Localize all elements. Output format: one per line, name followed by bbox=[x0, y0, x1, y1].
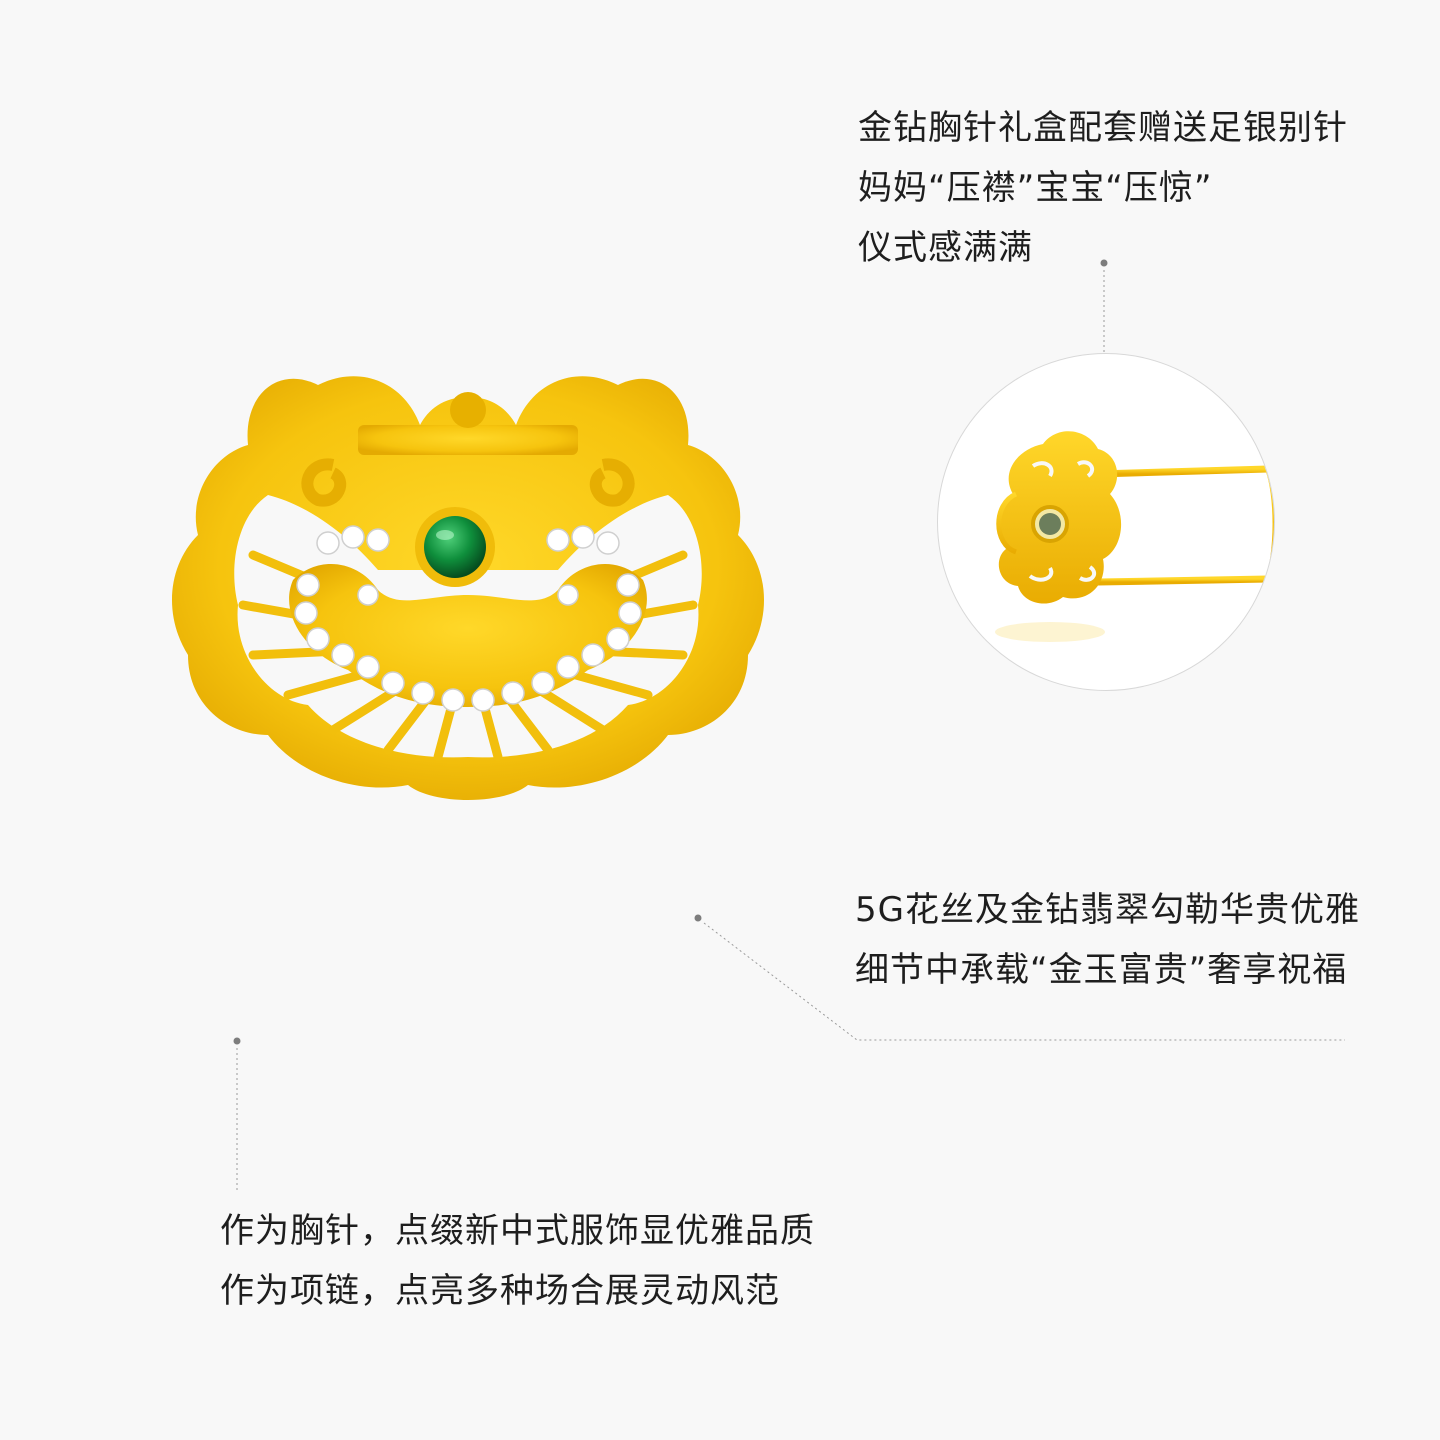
gift-pin-caption: 金钻胸针礼盒配套赠送足银别针 妈妈“压襟”宝宝“压惊” 仪式感满满 bbox=[858, 98, 1348, 278]
caption-line: 仪式感满满 bbox=[858, 228, 1033, 268]
callout-dot-top bbox=[1100, 259, 1108, 267]
craft-caption: 5G花丝及金钻翡翠勾勒华贵优雅 细节中承载“金玉富贵”奢享祝福 bbox=[855, 880, 1360, 1000]
caption-line: 细节中承载“金玉富贵”奢享祝福 bbox=[855, 950, 1348, 990]
caption-line: 金钻胸针礼盒配套赠送足银别针 bbox=[858, 108, 1348, 148]
usage-caption: 作为胸针，点缀新中式服饰显优雅品质 作为项链，点亮多种场合展灵动风范 bbox=[220, 1201, 815, 1321]
caption-line: 妈妈“压襟”宝宝“压惊” bbox=[858, 168, 1213, 208]
callout-dot-mid bbox=[694, 914, 702, 922]
gold-lock-brooch-image bbox=[171, 376, 765, 800]
detail-inset-circle bbox=[937, 353, 1275, 691]
caption-line: 作为项链，点亮多种场合展灵动风范 bbox=[220, 1271, 780, 1311]
caption-line: 5G花丝及金钻翡翠勾勒华贵优雅 bbox=[855, 890, 1360, 930]
caption-line: 作为胸针，点缀新中式服饰显优雅品质 bbox=[220, 1211, 815, 1251]
callout-dot-bottom bbox=[233, 1037, 241, 1045]
